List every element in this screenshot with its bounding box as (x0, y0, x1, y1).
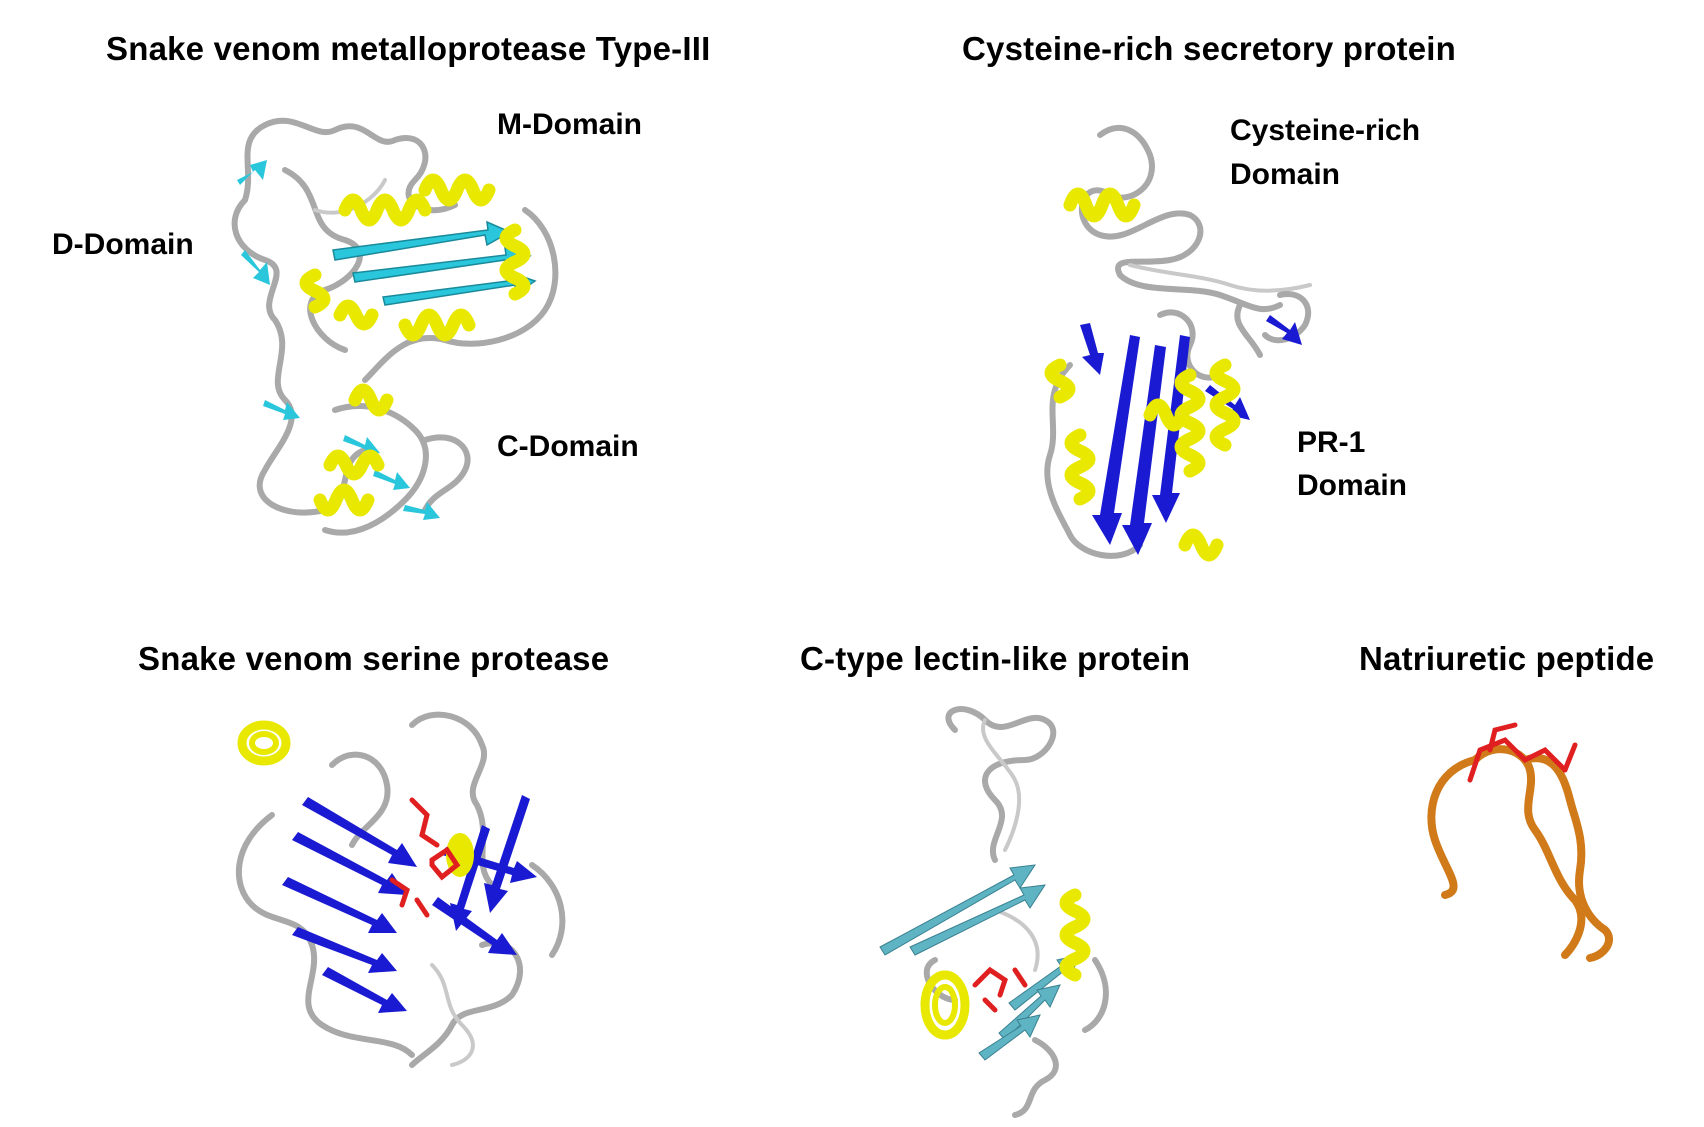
svsp-helices (237, 720, 474, 877)
crisp-cys-domain-label-2: Domain (1230, 158, 1341, 191)
svsp-active-site (389, 797, 461, 918)
crisp-pr1-domain-label-1: PR-1 (1297, 426, 1366, 459)
svsp-structure (236, 711, 566, 1068)
svmp-loops (231, 117, 559, 536)
svmp-structure (231, 117, 559, 536)
ctl-title: C-type lectin-like protein (800, 640, 1191, 677)
crisp-cys-domain-label-1: Cysteine-rich (1230, 114, 1421, 147)
ctl-loops (923, 706, 1109, 1118)
crisp-pr1-domain-label-2: Domain (1297, 469, 1408, 502)
np-title: Natriuretic peptide (1359, 640, 1655, 677)
svmp-d-domain-label: D-Domain (52, 228, 194, 261)
np-structure (1427, 722, 1613, 962)
svmp-c-domain-label: C-Domain (497, 430, 639, 463)
svmp-helices (299, 173, 531, 517)
crisp-helices (1044, 187, 1241, 562)
ctl-strands (879, 864, 1081, 1061)
np-backbone (1427, 745, 1613, 962)
crisp-structure (1044, 124, 1312, 562)
svsp-title: Snake venom serine protease (138, 640, 610, 677)
ctl-active-site (972, 966, 1028, 1013)
svsp-strands (282, 795, 537, 1013)
crisp-title: Cysteine-rich secretory protein (962, 30, 1457, 67)
svmp-title: Snake venom metalloprotease Type-III (106, 30, 711, 67)
np-disulfide (1467, 722, 1578, 783)
ctl-helices (920, 888, 1091, 1040)
ctl-structure (879, 706, 1109, 1118)
crisp-loops (1044, 124, 1312, 559)
svmp-m-domain-label: M-Domain (497, 108, 642, 141)
